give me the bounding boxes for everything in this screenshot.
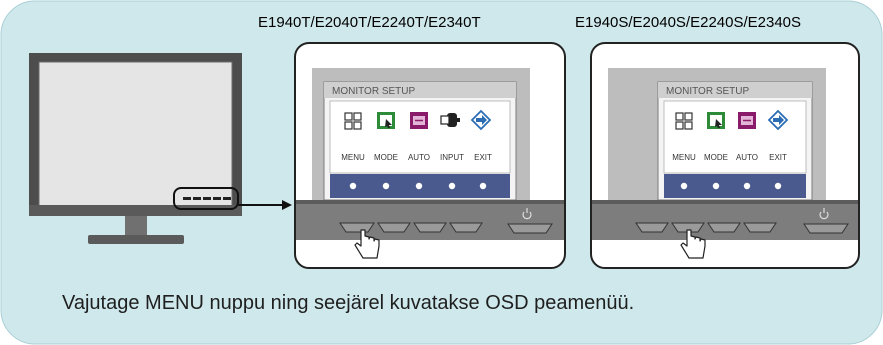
osd-s-dot-2: [712, 182, 720, 190]
panel-t-series: MONITOR SETUP MENU M: [294, 42, 566, 269]
osd-t-label-menu: MENU: [341, 153, 365, 162]
osd-t-dot-4: [448, 182, 456, 190]
arrow-head-icon: [282, 200, 292, 210]
panel-t-bezel: [296, 200, 564, 240]
osd-t-titlebar: [324, 82, 516, 98]
hand-pointer-icon: [354, 229, 380, 259]
osd-s-dot-4: [774, 182, 782, 190]
exit-icon: [767, 109, 789, 131]
osd-t-label-input: INPUT: [440, 153, 464, 162]
osd-t-dot-1: [349, 182, 357, 190]
monitor-bottom-bezel: [29, 205, 242, 216]
instruction-text: Vajutage MENU nuppu ning seejärel kuvata…: [62, 292, 635, 314]
power-icon: [522, 208, 532, 220]
monitor-screen: [38, 61, 233, 207]
osd-s-menu-area: [663, 100, 807, 174]
osd-s-label-mode: MODE: [704, 153, 728, 162]
osd-t-title: MONITOR SETUP: [332, 86, 415, 97]
panel-s-buttons: [635, 222, 777, 233]
monitor-illustration: [29, 53, 292, 244]
osd-s-label-exit: EXIT: [769, 153, 787, 162]
osd-s-dot-3: [743, 182, 751, 190]
osd-s-label-auto: AUTO: [736, 153, 758, 162]
osd-s-label-menu: MENU: [672, 153, 696, 162]
osd-s-dot-1: [680, 182, 688, 190]
menu-icon: [344, 112, 362, 130]
osd-t-label-auto: AUTO: [408, 153, 430, 162]
input-icon: [440, 113, 460, 127]
osd-t-label-exit: EXIT: [474, 153, 492, 162]
exit-icon: [470, 109, 492, 131]
menu-icon: [675, 112, 693, 130]
panel-s-bezel: [592, 200, 858, 240]
mode-icon: [377, 112, 395, 129]
panel-t-buttons: [339, 222, 483, 233]
power-icon: [819, 208, 829, 220]
osd-s-button-bar: [664, 174, 806, 198]
osd-t-dot-3: [415, 182, 423, 190]
button-highlight-circle: [173, 187, 239, 210]
osd-s-titlebar: [658, 82, 812, 98]
mode-icon: [707, 112, 725, 129]
model-title-t-series: E1940T/E2040T/E2240T/E2340T: [258, 14, 481, 31]
model-title-s-series: E1940S/E2040S/E2240S/E2340S: [575, 14, 802, 31]
auto-icon: [738, 112, 756, 129]
osd-t-dot-5: [479, 182, 487, 190]
osd-t-dot-2: [382, 182, 390, 190]
hand-pointer-icon: [680, 229, 706, 259]
monitor-stand-base: [88, 235, 184, 244]
panel-t-power-button: [507, 223, 553, 234]
auto-icon: [410, 112, 428, 129]
panel-s-power-button: [803, 223, 849, 234]
osd-s-title: MONITOR SETUP: [666, 86, 749, 97]
panel-s-series: MONITOR SETUP MENU MODE AUTO EXIT: [590, 42, 860, 269]
monitor-neck: [125, 216, 147, 236]
osd-t-label-mode: MODE: [374, 153, 398, 162]
